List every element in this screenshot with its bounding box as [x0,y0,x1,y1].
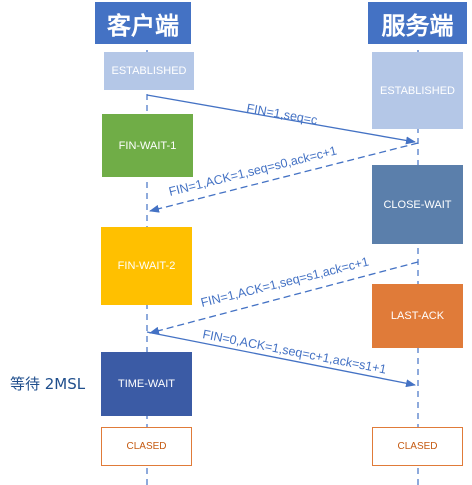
arrow-msg2 [149,142,419,213]
client-state-established: ESTABLISHED [104,52,194,90]
label-msg1: FIN=1,seq=c [245,101,318,127]
arrow-msg3 [149,261,419,335]
server-state-established: ESTABLISHED [372,52,463,129]
client-state-closed: CLASED [101,427,192,466]
client-state-time-wait: TIME-WAIT [101,352,192,416]
arrow-msg1 [146,94,416,145]
label-msg3: FIN=1,ACK=1,seq=s1,ack=c+1 [199,255,370,310]
client-state-fin-wait-2: FIN-WAIT-2 [101,227,192,305]
server-state-last-ack: LAST-ACK [372,284,463,348]
server-state-closed: CLASED [372,427,463,466]
client-header: 客户端 [95,2,191,44]
server-header: 服务端 [368,2,467,44]
label-msg4: FIN=0,ACK=1,seq=c+1,ack=s1+1 [201,327,387,376]
time-wait-duration-label: 等待 2MSL [10,375,86,393]
server-state-close-wait: CLOSE-WAIT [372,165,463,244]
arrow-msg4 [146,331,416,388]
client-state-fin-wait-1: FIN-WAIT-1 [102,114,193,177]
